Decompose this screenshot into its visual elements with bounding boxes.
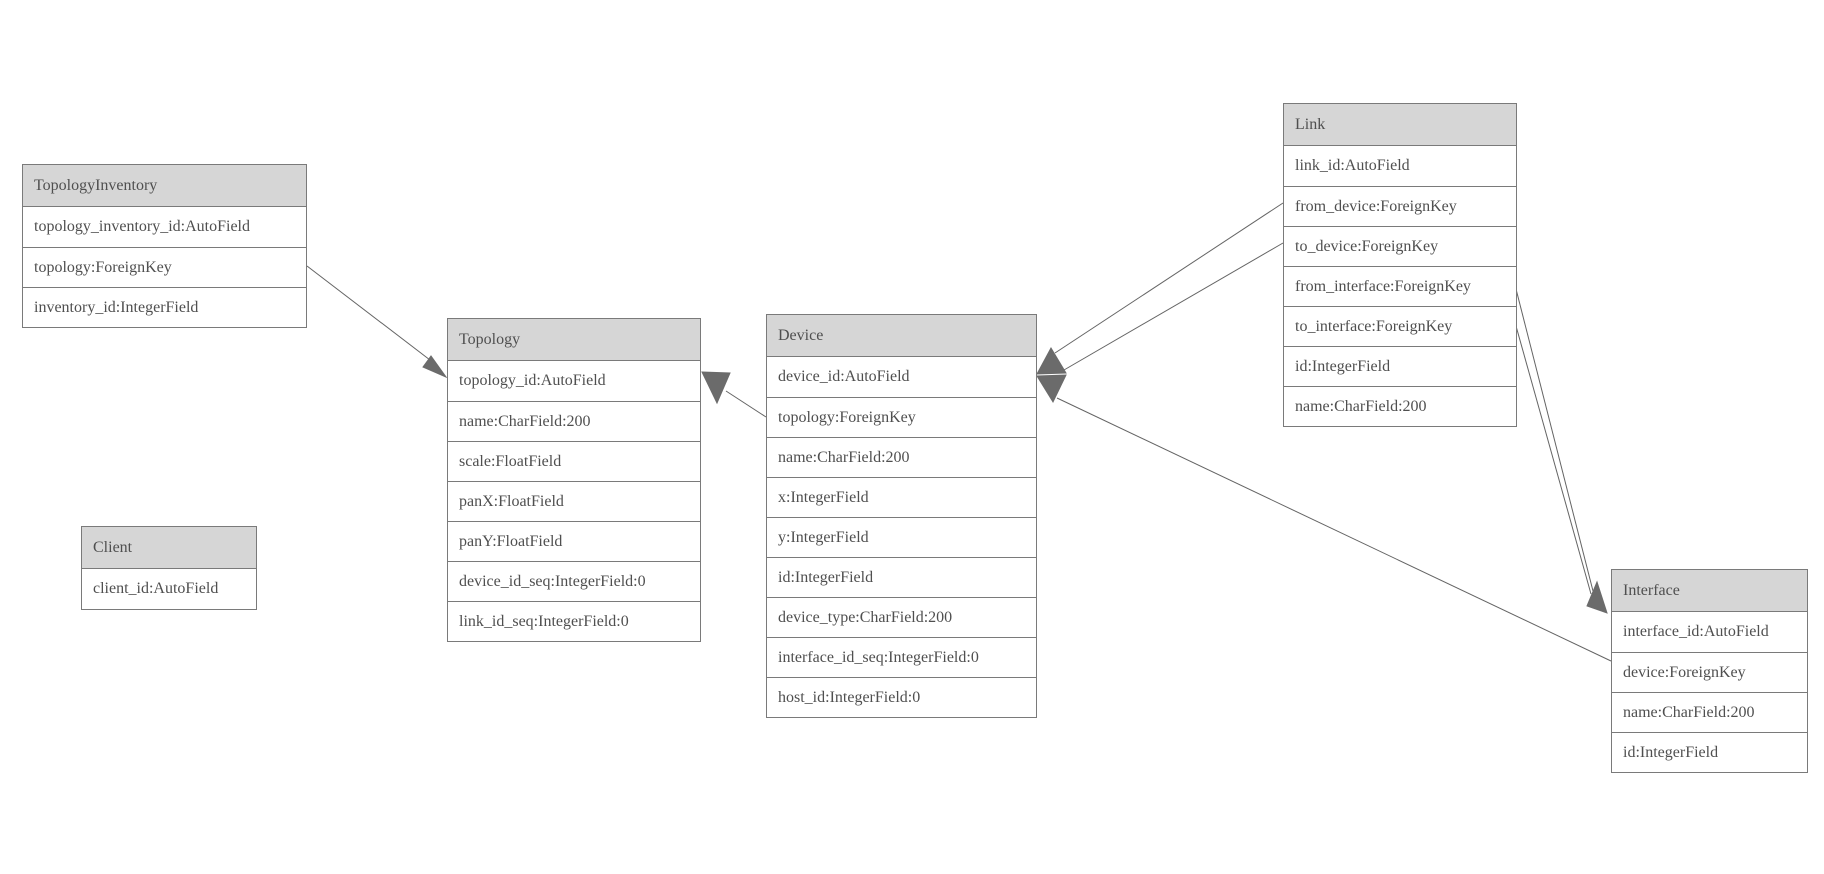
field-row: id:IntegerField	[767, 557, 1036, 597]
field-row: link_id:AutoField	[1295, 157, 1410, 174]
entity-device: Device device_id:AutoField topology:Fore…	[766, 314, 1037, 718]
field-row: topology_inventory_id:AutoField	[34, 218, 250, 235]
entity-header: Client	[82, 527, 256, 569]
entity-link: Link link_id:AutoField from_device:Forei…	[1283, 103, 1517, 427]
edge-interface-device-line	[1056, 397, 1612, 662]
field-row: scale:FloatField	[448, 441, 700, 481]
field-row: panX:FloatField	[448, 481, 700, 521]
edge-link-device-arrowhead	[1036, 346, 1067, 375]
field-row: panY:FloatField	[448, 521, 700, 561]
field-row: link_id_seq:IntegerField:0	[448, 601, 700, 641]
entity-header: Link	[1284, 104, 1516, 146]
edge-device-topology-arrowhead	[701, 371, 731, 405]
field-row: client_id:AutoField	[93, 580, 219, 597]
field-row: host_id:IntegerField:0	[767, 677, 1036, 717]
field-row: name:CharField:200	[1612, 692, 1807, 732]
field-row: name:CharField:200	[1284, 386, 1516, 426]
field-row: device_id:AutoField	[778, 368, 910, 385]
field-row: to_interface:ForeignKey	[1284, 306, 1516, 346]
field-row: x:IntegerField	[767, 477, 1036, 517]
field-row: device_id_seq:IntegerField:0	[448, 561, 700, 601]
field-row: device:ForeignKey	[1612, 652, 1807, 692]
entity-topologyinventory: TopologyInventory topology_inventory_id:…	[22, 164, 307, 328]
field-row: to_device:ForeignKey	[1284, 226, 1516, 266]
edge-interface-device-arrowhead	[1036, 374, 1067, 404]
edge-link-to-device-line	[1063, 242, 1284, 371]
entity-header: Topology	[448, 319, 700, 361]
field-row: name:CharField:200	[767, 437, 1036, 477]
field-row: topology_id:AutoField	[459, 372, 606, 389]
field-row: topology:ForeignKey	[23, 247, 306, 287]
field-row: name:CharField:200	[448, 401, 700, 441]
field-row: from_interface:ForeignKey	[1284, 266, 1516, 306]
entity-header: TopologyInventory	[23, 165, 306, 207]
edge-link-from-device-line	[1054, 202, 1284, 354]
edge-topologyinventory-topology-arrowhead	[422, 355, 448, 379]
field-row: from_device:ForeignKey	[1284, 186, 1516, 226]
edge-link-from-interface-line	[1515, 288, 1594, 592]
edge-link-interface-arrowhead	[1586, 580, 1608, 614]
field-row: y:IntegerField	[767, 517, 1036, 557]
entity-header: Interface	[1612, 570, 1807, 612]
field-row: id:IntegerField	[1612, 732, 1807, 772]
edge-topologyinventory-topology-line	[306, 265, 431, 361]
field-row: inventory_id:IntegerField	[23, 287, 306, 327]
entity-client: Client client_id:AutoField	[81, 526, 257, 610]
edge-link-to-interface-line	[1515, 325, 1592, 595]
field-row: interface_id:AutoField	[1623, 623, 1769, 640]
entity-interface: Interface interface_id:AutoField device:…	[1611, 569, 1808, 773]
field-row: topology:ForeignKey	[767, 397, 1036, 437]
edge-device-topology-line	[725, 390, 767, 418]
entity-header: Device	[767, 315, 1036, 357]
field-row: interface_id_seq:IntegerField:0	[767, 637, 1036, 677]
field-row: id:IntegerField	[1284, 346, 1516, 386]
entity-topology: Topology topology_id:AutoField name:Char…	[447, 318, 701, 642]
field-row: device_type:CharField:200	[767, 597, 1036, 637]
